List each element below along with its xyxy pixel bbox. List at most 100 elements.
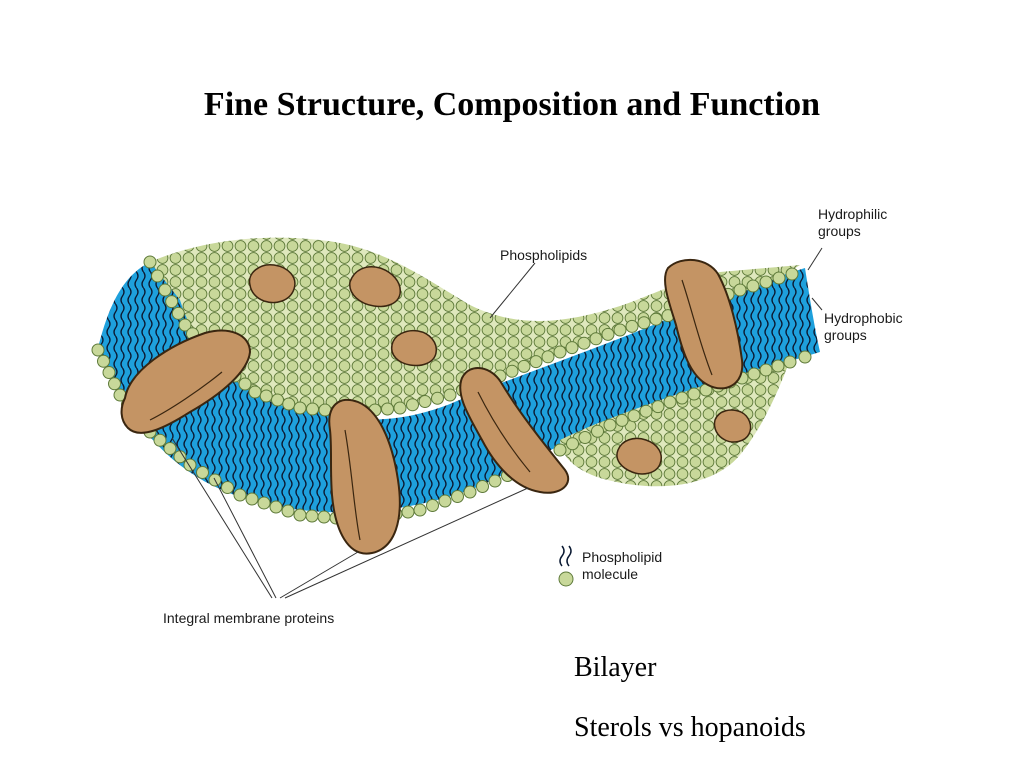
phospholipid-molecule-icon (558, 545, 574, 587)
head-bead (783, 355, 797, 369)
head-bead (221, 481, 234, 494)
head-bead (637, 316, 651, 330)
head-bead (381, 402, 394, 416)
integral-protein-right (664, 258, 744, 390)
head-bead (293, 508, 307, 522)
membrane-top-surface (150, 237, 800, 413)
head-bead (196, 466, 209, 479)
head-bead (393, 401, 407, 415)
head-bead (153, 433, 167, 447)
head-bead (269, 500, 283, 514)
head-bead (306, 402, 319, 416)
head-bead (488, 474, 502, 488)
head-bead (565, 341, 579, 355)
head-bead (463, 485, 477, 499)
head-bead (158, 283, 172, 297)
head-bead (591, 424, 604, 438)
head-bead (97, 354, 110, 368)
head-bead (163, 442, 177, 455)
head-bead (578, 431, 592, 444)
head-bead (245, 492, 259, 506)
head-bead (426, 499, 439, 512)
label-hydrophobic-2: groups (824, 327, 867, 343)
bullet-bilayer: Bilayer (574, 652, 657, 683)
head-bead (615, 413, 629, 427)
head-bead (625, 319, 639, 333)
head-bead (443, 388, 457, 402)
label-integral-proteins: Integral membrane proteins (163, 610, 334, 626)
head-bead (259, 389, 273, 403)
integral-protein-center (328, 398, 401, 555)
head-bead (401, 505, 415, 519)
head-bead (577, 336, 591, 350)
head-bead (649, 312, 663, 326)
head-bead (529, 355, 543, 369)
surface-protein (713, 409, 752, 443)
head-bead (601, 327, 615, 341)
head-bead (317, 510, 331, 524)
integral-protein-left (120, 329, 252, 434)
head-bead (476, 480, 489, 493)
bullet-sterols: Sterols vs hopanoids (574, 712, 806, 743)
head-bead (293, 401, 307, 415)
head-bead (675, 391, 689, 405)
label-phospholipids: Phospholipids (500, 247, 587, 263)
head-bead (566, 437, 579, 451)
label-molecule-1: Phospholipid (582, 549, 662, 565)
head-bead (687, 387, 701, 401)
head-bead (771, 359, 785, 373)
head-bead (233, 488, 247, 502)
head-bead (151, 269, 164, 283)
surface-protein (390, 329, 438, 367)
head-bead (651, 400, 665, 414)
head-bead (413, 503, 427, 517)
head-bead (759, 275, 773, 289)
head-bead (406, 398, 419, 412)
slide-title: Fine Structure, Composition and Function (203, 86, 821, 123)
head-bead (613, 323, 627, 337)
head-bead (627, 409, 641, 423)
head-bead (733, 283, 747, 297)
head-bead (143, 255, 157, 269)
label-hydrophilic-1: Hydrophilic (818, 206, 887, 222)
head-bead (798, 350, 812, 364)
head-bead (663, 395, 677, 409)
head-bead (248, 385, 262, 399)
head-bead (451, 490, 464, 503)
label-hydrophilic-2: groups (818, 223, 861, 239)
head-bead (165, 295, 179, 309)
head-bead (746, 279, 760, 293)
head-bead (639, 404, 653, 418)
head-bead (257, 496, 271, 510)
head-bead (431, 391, 444, 405)
head-bead (589, 332, 603, 346)
head-bead (772, 271, 786, 285)
head-bead (178, 318, 192, 332)
leader-lines (171, 247, 823, 599)
hydrophobic-core (98, 262, 820, 513)
head-bead (505, 364, 519, 378)
head-bead (91, 343, 105, 357)
head-bead (747, 367, 761, 381)
surface-protein (248, 264, 296, 304)
head-bead (553, 443, 567, 457)
head-bead (785, 267, 799, 281)
head-bead (438, 494, 452, 508)
head-bead (305, 509, 319, 523)
head-bead (418, 395, 432, 408)
label-hydrophobic-1: Hydrophobic (824, 310, 903, 326)
head-bead (108, 377, 121, 391)
head-bead (271, 393, 284, 407)
head-bead (517, 359, 531, 373)
head-bead (102, 366, 116, 379)
head-bead (553, 345, 567, 359)
head-bead (171, 306, 185, 320)
label-molecule-2: molecule (582, 566, 638, 582)
surface-protein (349, 266, 401, 308)
surface-protein (616, 437, 662, 475)
head-bead (281, 504, 295, 518)
head-bead (603, 418, 617, 432)
head-bead (759, 363, 773, 377)
head-bead (541, 350, 555, 364)
